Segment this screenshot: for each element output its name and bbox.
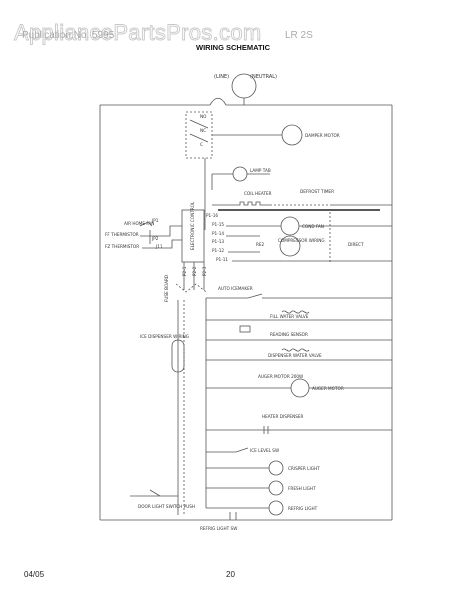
dispenser-valve-coil-icon <box>281 348 310 352</box>
header-left: Publication No. 5995 <box>22 30 115 41</box>
sensor-icon <box>239 325 251 333</box>
door-light-switch-label: DOOR LIGHT SWITCH PUSH <box>138 504 195 509</box>
fill-water-valve-group: FILL WATER VALVE <box>206 310 392 321</box>
damper-motor-icon <box>281 124 303 146</box>
fresh-light-group: FRESH LIGHT <box>206 480 316 496</box>
electronic-control-box <box>181 209 205 263</box>
reading-sensor-group: READING SENSOR <box>206 325 392 341</box>
svg-text:RE2: RE2 <box>256 242 265 247</box>
auger-motor-group: AUGER MOTOR 200W AUGER MOTOR <box>206 374 392 398</box>
electronic-control-label: ELECTRONIC CONTROL <box>190 201 195 250</box>
fresh-light-icon <box>268 480 284 496</box>
cond-fan-label: COND FAN <box>302 224 324 229</box>
auger-motor-label-top: AUGER MOTOR 200W <box>258 374 303 379</box>
defrost-heater-group: COIL HEATER DEFROST TIMER <box>212 189 392 211</box>
refrig-light-switch-label: REFRIG LIGHT SW <box>200 526 237 531</box>
lamp-tab-label: LAMP TAB <box>250 168 271 173</box>
damper-switch-group: NO NC C DAMPER MOTOR <box>185 111 340 230</box>
damper-motor-label: DAMPER MOTOR <box>305 133 340 138</box>
svg-text:P1-11: P1-11 <box>216 257 228 262</box>
page-title: WIRING SCHEMATIC <box>196 43 271 52</box>
fuse-board-label: FUSE BOARD <box>164 275 169 302</box>
thermistor-group: AIR HOME FAN FF THERMISTOR FZ THERMISTOR… <box>105 218 182 249</box>
svg-text:P1-14: P1-14 <box>212 231 224 236</box>
svg-text:C: C <box>200 142 203 147</box>
refrig-light-icon <box>268 500 284 516</box>
ff-thermistor-label: FF THERMISTOR <box>105 232 139 237</box>
air-home-fan-label: AIR HOME FAN <box>124 221 154 226</box>
compressor-icon <box>279 235 301 257</box>
footer-date: 04/05 <box>24 570 45 579</box>
svg-text:P2-3: P2-3 <box>202 266 207 276</box>
electronic-control-block: ELECTRONIC CONTROL P1-16 P1-15 P1-14 P1-… <box>181 201 392 263</box>
compressor-label: COMPRESSOR WIRING <box>278 238 325 243</box>
crisper-light-label: CRISPER LIGHT <box>288 466 320 471</box>
svg-text:JP2: JP2 <box>151 236 159 241</box>
auto-icemaker-label: AUTO ICEMAKER <box>218 286 253 291</box>
fill-water-valve-label: FILL WATER VALVE <box>270 314 309 319</box>
svg-text:NO: NO <box>200 114 207 119</box>
auger-motor-label: AUGER MOTOR <box>312 386 344 391</box>
ice-dispenser-wiring-label: ICE DISPENSER WIRING <box>140 334 189 339</box>
svg-text:NC: NC <box>200 128 206 133</box>
p2-connector-group: P2-1 P2-2 P2-3 FUSE BOARD <box>164 262 207 302</box>
fill-valve-coil-icon <box>281 310 310 314</box>
crisper-light-icon <box>268 460 284 476</box>
heater-dispenser-label: HEATER DISPENSER <box>262 414 304 419</box>
cond-fan-icon <box>280 216 300 236</box>
svg-text:P1-16: P1-16 <box>206 213 218 218</box>
defrost-timer-label: DEFROST TIMER <box>300 189 334 194</box>
svg-text:P2-2: P2-2 <box>192 266 197 276</box>
heater-dispenser-group: HEATER DISPENSER <box>206 414 392 434</box>
svg-text:P2-1: P2-1 <box>182 266 187 276</box>
schematic-frame: (LINE) (NEUTRAL) <box>99 73 393 521</box>
dispenser-water-valve-group: DISPENSER WATER VALVE <box>206 348 392 361</box>
footer-page-number: 20 <box>226 570 235 579</box>
direct-label: DIRECT <box>348 242 364 247</box>
dispenser-water-valve-label: DISPENSER WATER VALVE <box>268 353 322 358</box>
line-label: (LINE) <box>214 74 229 80</box>
fresh-light-label: FRESH LIGHT <box>288 486 316 491</box>
neutral-label: (NEUTRAL) <box>250 74 277 80</box>
reading-sensor-label: READING SENSOR <box>270 332 308 337</box>
left-bus-group: DOOR LIGHT SWITCH PUSH REFRIG LIGHT SW <box>130 298 237 531</box>
header-right: LR 2S <box>285 30 313 41</box>
ice-level-switch-label: ICE LEVEL SW <box>250 448 279 453</box>
crisper-light-group: CRISPER LIGHT <box>206 460 320 476</box>
fz-thermistor-label: FZ THERMISTOR <box>105 244 139 249</box>
auger-motor-icon <box>290 378 310 398</box>
lamp-icon <box>232 166 248 182</box>
cond-fan-group: COND FAN <box>280 216 324 236</box>
svg-text:JP1: JP1 <box>151 218 159 223</box>
auto-icemaker-group: AUTO ICEMAKER <box>206 286 392 299</box>
ice-level-switch-group: ICE LEVEL SW <box>206 447 279 453</box>
watermark: AppliancePartsPros.com <box>14 20 261 45</box>
refrig-light-group: REFRIG LIGHT <box>206 500 318 516</box>
compressor-group: COMPRESSOR WIRING DIRECT <box>278 212 364 262</box>
svg-text:P1-12: P1-12 <box>212 248 224 253</box>
svg-text:J11: J11 <box>155 244 163 249</box>
svg-text:P1-13: P1-13 <box>212 239 224 244</box>
lamp-tab-group: LAMP TAB <box>211 166 271 190</box>
svg-text:P1-15: P1-15 <box>212 222 224 227</box>
coil-heater-label: COIL HEATER <box>244 191 272 196</box>
refrig-light-label: REFRIG LIGHT <box>288 506 318 511</box>
